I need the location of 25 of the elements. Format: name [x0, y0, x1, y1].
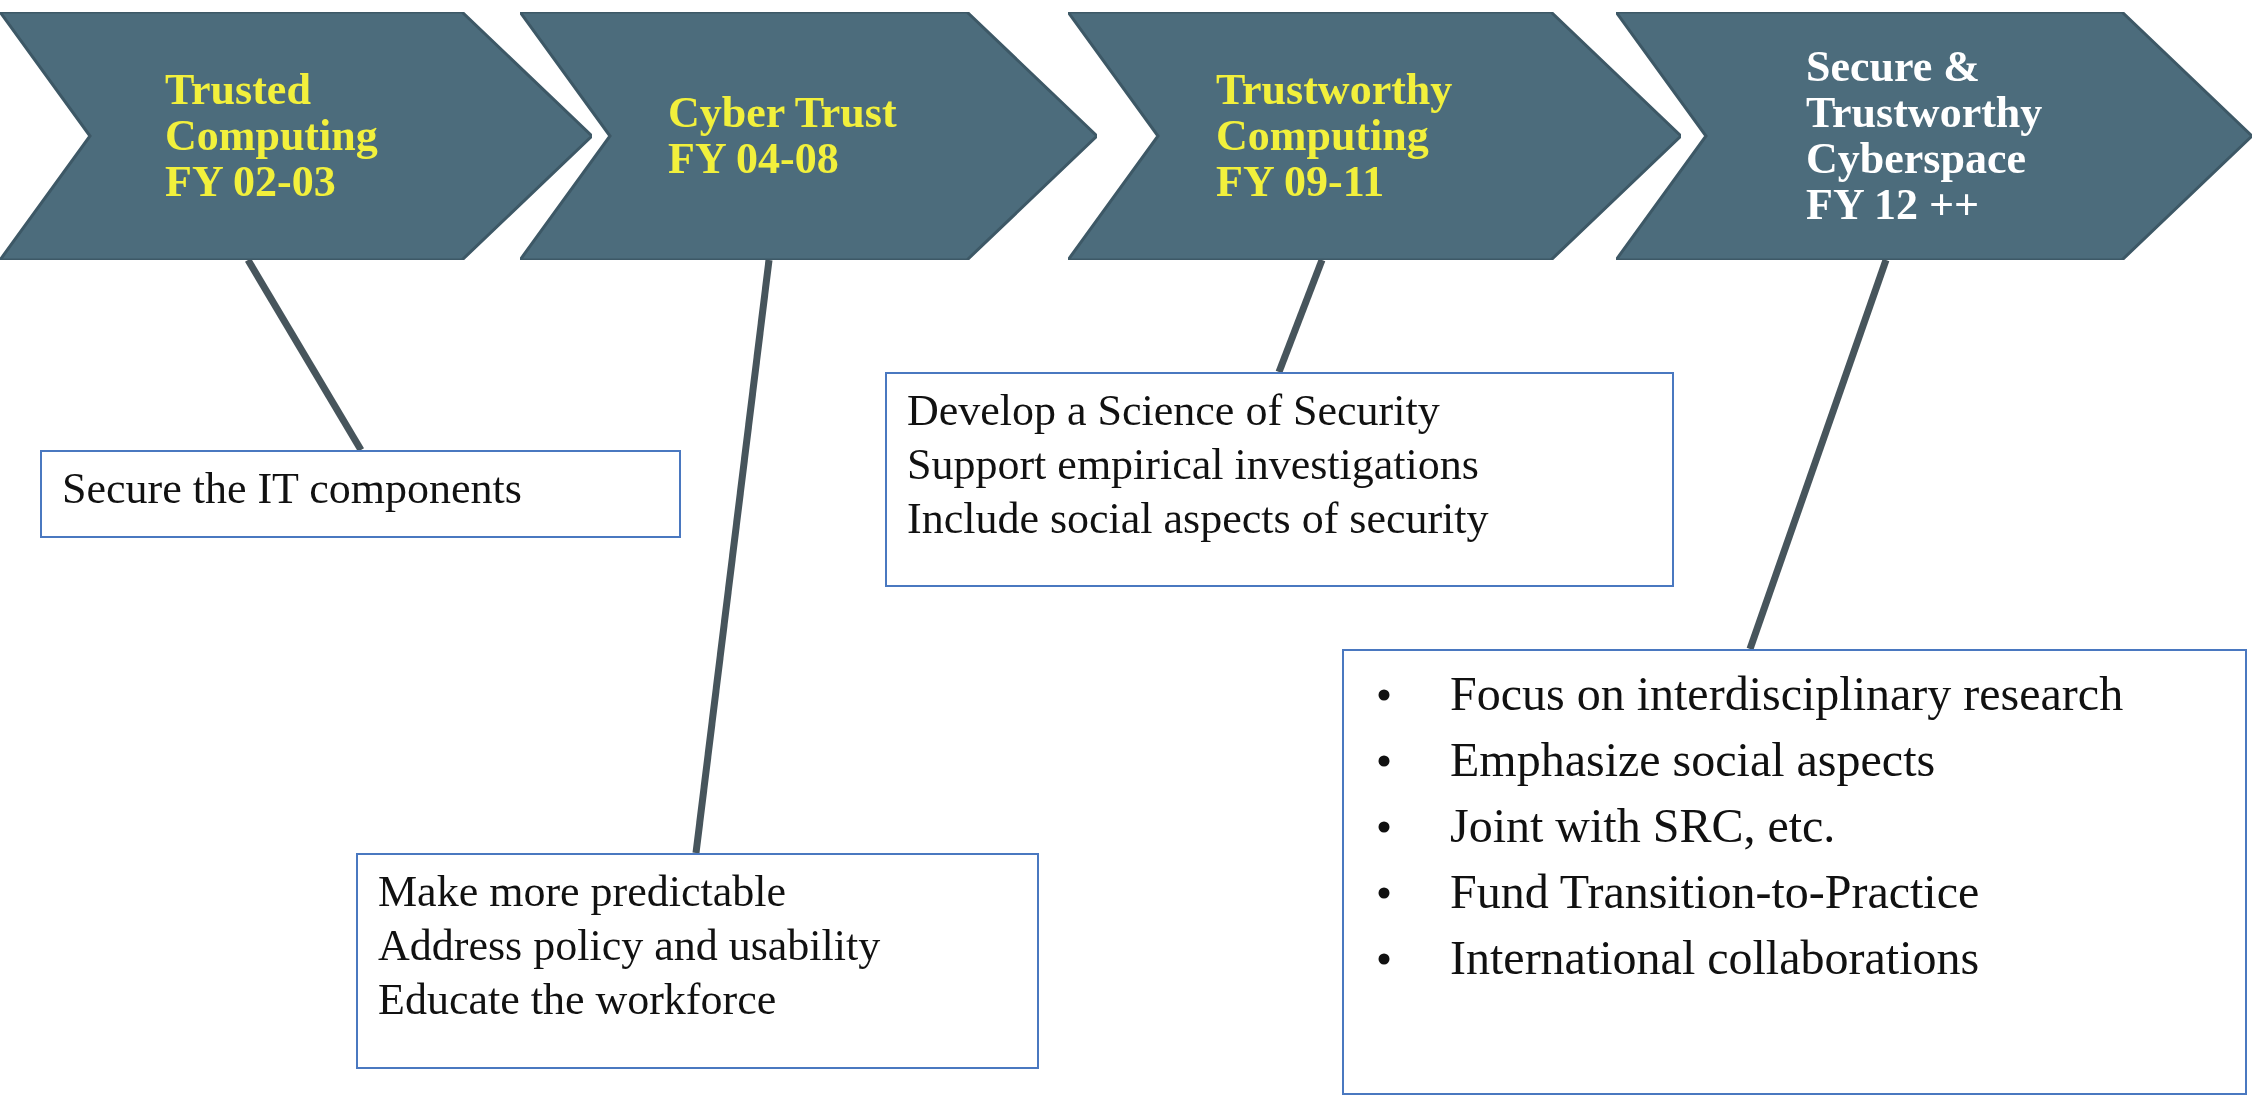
box-text: Educate the workforce	[378, 974, 778, 1026]
text-box	[1342, 649, 2247, 1095]
phase-label: Cyber Trust	[668, 90, 898, 136]
text-box	[356, 853, 1039, 1069]
phase-label: FY 12 ++	[1806, 182, 1980, 228]
phase-label: FY 04-08	[668, 136, 840, 182]
box-text: Support empirical investigations	[907, 439, 1480, 491]
phase-label: Trusted Computing	[165, 67, 379, 159]
phase-label: FY 02-03	[165, 159, 336, 205]
text-box	[885, 372, 1674, 587]
box-text: Include social aspects of security	[907, 493, 1490, 545]
bullet-text: Focus on interdisciplinary research	[1450, 666, 2125, 722]
box-text: Make more predictable	[378, 866, 788, 918]
bullet-text: Emphasize social aspects	[1450, 732, 1937, 788]
phase-label: Secure & Trustworthy Cyberspace	[1806, 44, 2044, 182]
leader-line	[1275, 258, 1326, 374]
text-box	[40, 450, 681, 538]
box-text: Secure the IT components	[62, 463, 523, 515]
phase-label: Trustworthy Computing	[1216, 67, 1454, 159]
bullet-text: Fund Transition-to-Practice	[1450, 864, 1981, 920]
bullet-text: Joint with SRC, etc.	[1450, 798, 1837, 854]
box-text: Address policy and usability	[378, 920, 882, 972]
phase-label: FY 09-11	[1216, 159, 1385, 205]
box-text: Develop a Science of Security	[907, 385, 1441, 437]
bullet-text: International collaborations	[1450, 930, 1981, 986]
